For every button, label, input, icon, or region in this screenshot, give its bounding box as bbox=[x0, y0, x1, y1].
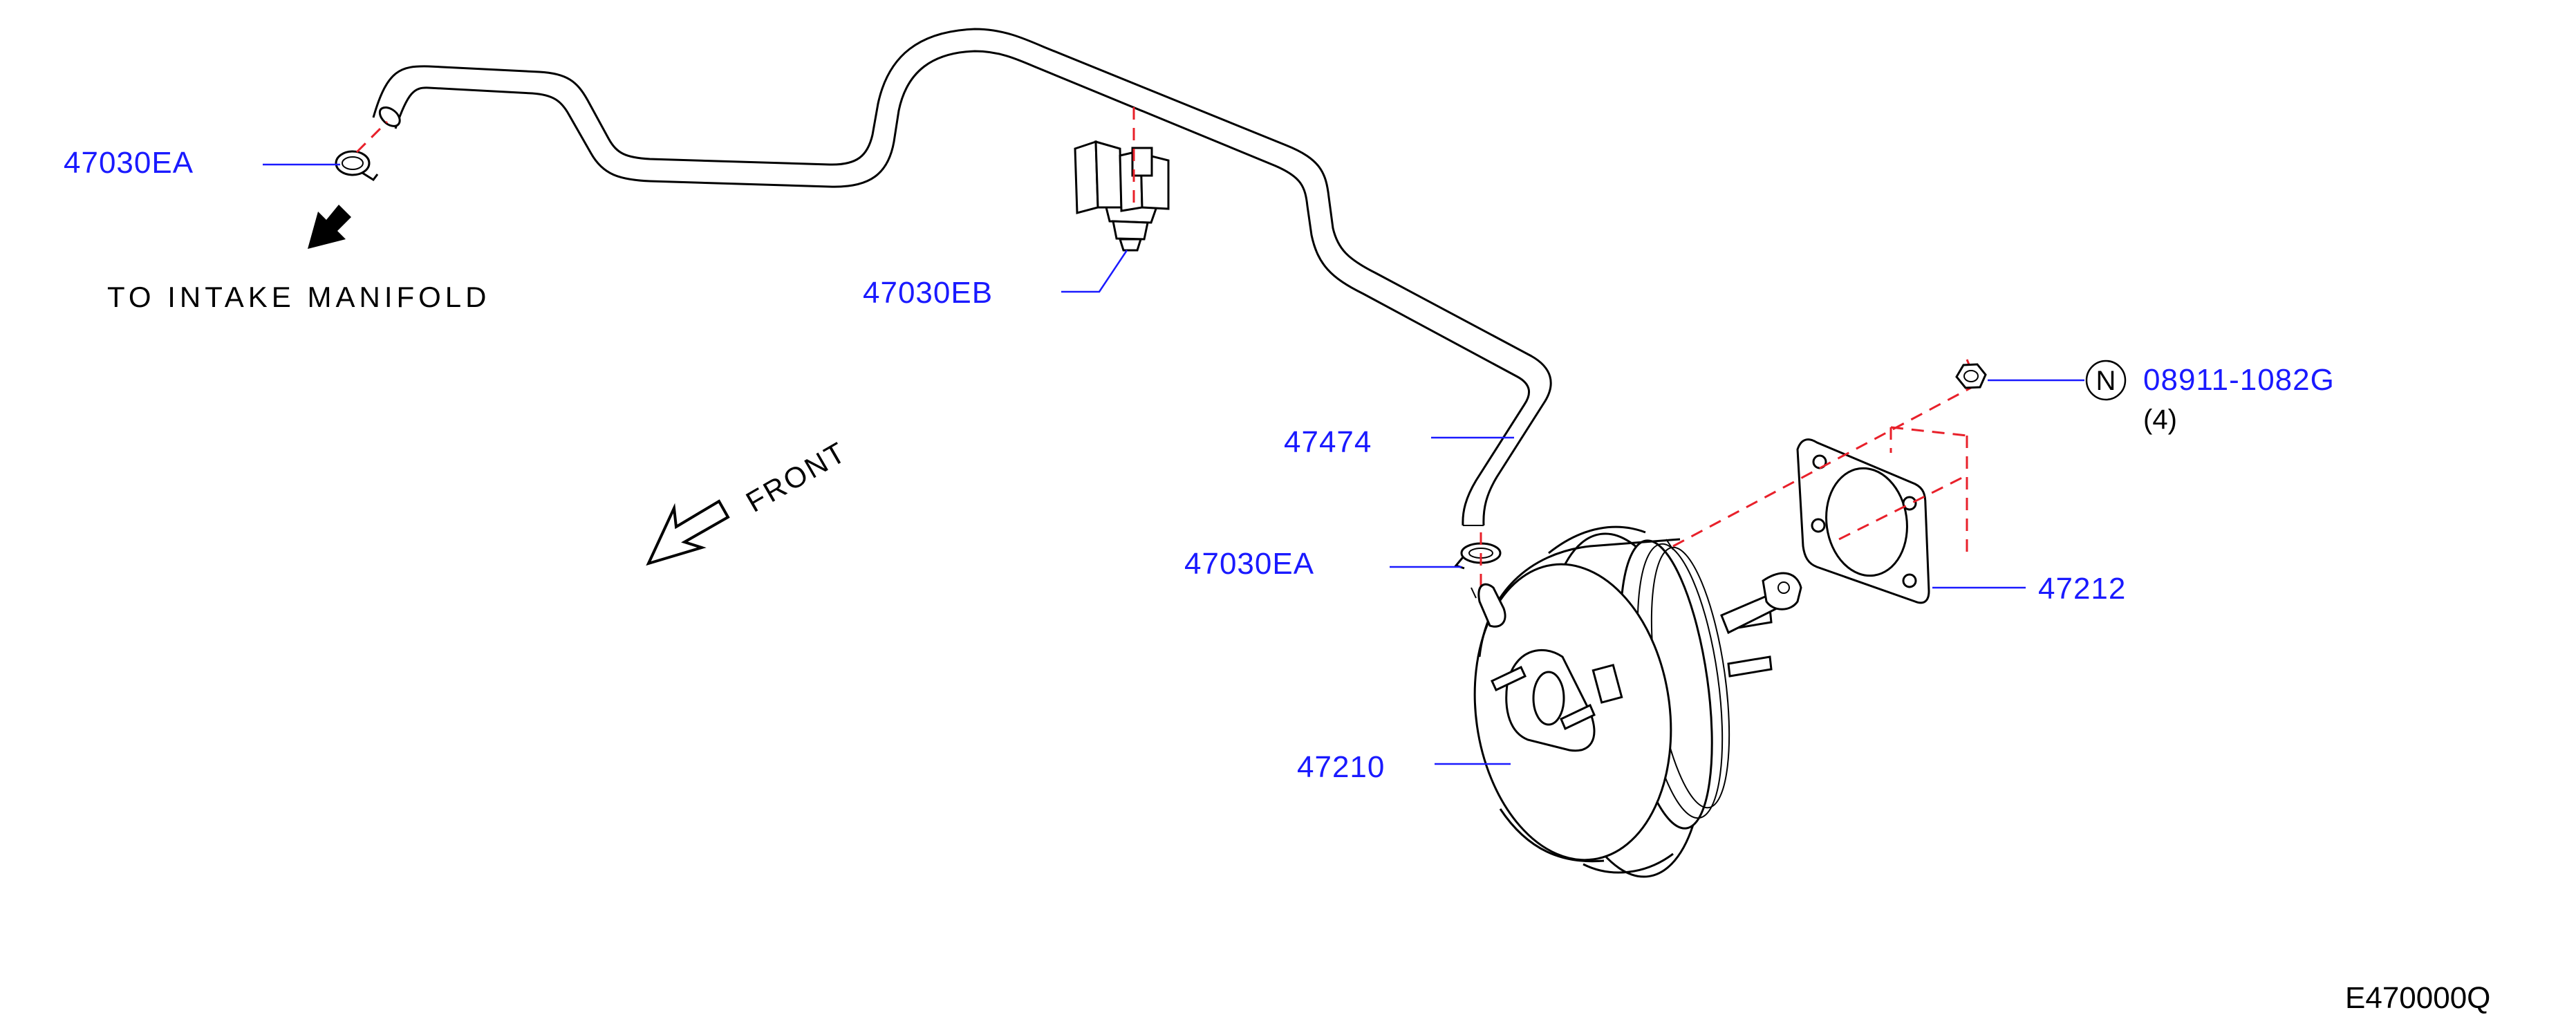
nut-marker-letter: N bbox=[2096, 366, 2116, 396]
label-08911-1082G: 08911-1082G bbox=[2143, 363, 2335, 397]
nut-marker: N bbox=[2085, 360, 2127, 401]
label-47030EA-lower: 47030EA bbox=[1184, 547, 1314, 581]
label-47474: 47474 bbox=[1284, 425, 1372, 459]
booster-gasket bbox=[1796, 438, 1930, 604]
label-47030EB: 47030EB bbox=[863, 276, 993, 310]
hose-clamp-lower bbox=[1454, 542, 1502, 570]
note-intake-manifold: TO INTAKE MANIFOLD bbox=[107, 281, 491, 313]
nut bbox=[1955, 363, 1987, 389]
figure-code: E470000Q bbox=[2345, 981, 2490, 1015]
label-47210: 47210 bbox=[1297, 750, 1385, 784]
label-47030EA-top: 47030EA bbox=[64, 146, 194, 180]
note-front: FRONT bbox=[740, 435, 852, 519]
intake-arrow-icon bbox=[308, 205, 351, 249]
brake-booster bbox=[1471, 525, 1802, 878]
guide-line-clamp-top bbox=[355, 120, 389, 153]
label-47212: 47212 bbox=[2038, 572, 2126, 606]
hose-clip bbox=[1074, 140, 1170, 252]
front-arrow-icon bbox=[646, 499, 730, 566]
hose-clamp-top bbox=[335, 150, 379, 182]
label-nut-quantity: (4) bbox=[2143, 404, 2177, 435]
vacuum-hose bbox=[372, 28, 1552, 526]
leader-lines bbox=[263, 163, 2084, 765]
